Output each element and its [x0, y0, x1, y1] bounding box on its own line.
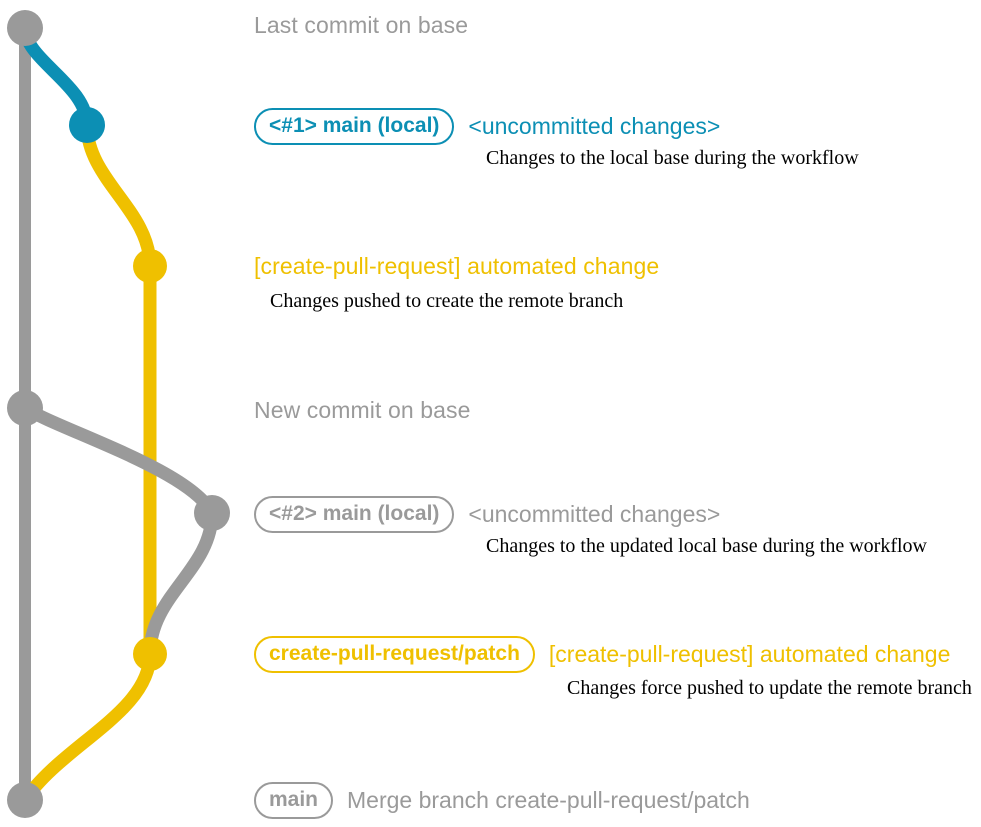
commit-subject: <uncommitted changes> [468, 113, 721, 139]
entry-automated-change-1: [create-pull-request] automated change [254, 255, 659, 278]
edge-main-local-1-to-patch-1 [80, 118, 157, 273]
ref-badge-main[interactable]: main [254, 782, 334, 819]
commit-node-new-commit-on-base[interactable] [7, 390, 43, 426]
edge-base-to-main-local-2 [18, 401, 219, 520]
commit-node-automated-change-2[interactable] [133, 637, 167, 671]
commit-subject: Merge branch create-pull-request/patch [347, 787, 750, 813]
entry-main-local-1: <#1> main (local) <uncommitted changes> [254, 108, 720, 145]
entry-detail-main-local-2: Changes to the updated local base during… [486, 535, 927, 557]
commit-node-last-commit-on-base[interactable] [7, 10, 43, 46]
entry-new-commit-on-base: New commit on base [254, 399, 471, 422]
entry-detail-patch-branch: Changes force pushed to update the remot… [567, 677, 972, 699]
ref-badge-main-local-1[interactable]: <#1> main (local) [254, 108, 455, 145]
entry-last-commit-on-base: Last commit on base [254, 14, 468, 37]
entry-detail-main-local-1: Changes to the local base during the wor… [486, 147, 859, 169]
commit-subject: New commit on base [254, 397, 471, 423]
commit-subject: <uncommitted changes> [468, 501, 721, 527]
commit-subject: Last commit on base [254, 12, 469, 38]
ref-badge-main-local-2[interactable]: <#2> main (local) [254, 496, 455, 533]
commit-node-merge-commit[interactable] [7, 782, 43, 818]
entry-main-local-2: <#2> main (local) <uncommitted changes> [254, 496, 720, 533]
commit-node-main-local-2[interactable] [194, 495, 230, 531]
entry-detail-automated-change-1: Changes pushed to create the remote bran… [270, 290, 624, 312]
commit-node-automated-change-1[interactable] [133, 249, 167, 283]
commit-subject: [create-pull-request] automated change [254, 253, 660, 279]
ref-badge-create-pull-request-patch[interactable]: create-pull-request/patch [254, 636, 535, 673]
entry-merge-commit: main Merge branch create-pull-request/pa… [254, 782, 750, 819]
edge-main-local-2-to-patch-2 [143, 506, 219, 661]
entry-patch-branch: create-pull-request/patch [create-pull-r… [254, 636, 950, 673]
commit-node-main-local-1[interactable] [69, 107, 105, 143]
commit-subject: [create-pull-request] automated change [548, 641, 951, 667]
edge-patch-2-to-merge [18, 647, 157, 807]
commit-graph [7, 10, 230, 818]
